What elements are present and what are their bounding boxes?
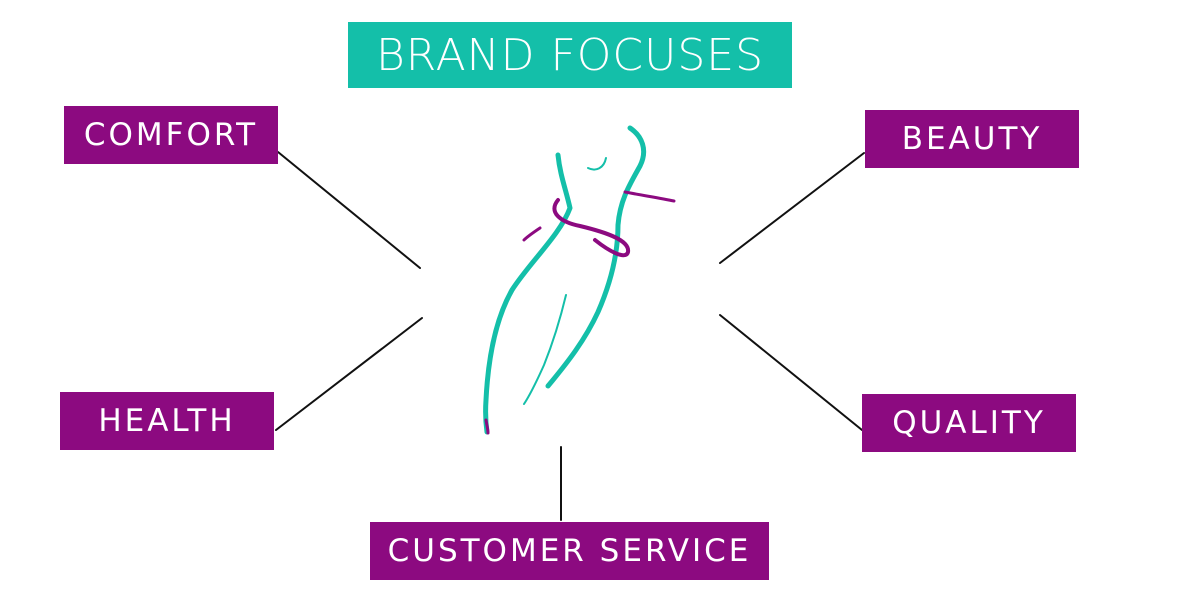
connector-quality: [719, 314, 863, 431]
connector-comfort: [277, 151, 421, 269]
focus-customer-service: CUSTOMER SERVICE: [370, 522, 769, 580]
connector-beauty: [719, 152, 865, 264]
focus-quality: QUALITY: [862, 394, 1076, 452]
focus-health: HEALTH: [60, 392, 274, 450]
female-silhouette-icon: [483, 125, 676, 435]
connector-health: [275, 317, 423, 431]
focus-comfort: COMFORT: [64, 106, 278, 164]
focus-beauty: BEAUTY: [865, 110, 1079, 168]
diagram-title: BRAND FOCUSES: [348, 22, 792, 88]
